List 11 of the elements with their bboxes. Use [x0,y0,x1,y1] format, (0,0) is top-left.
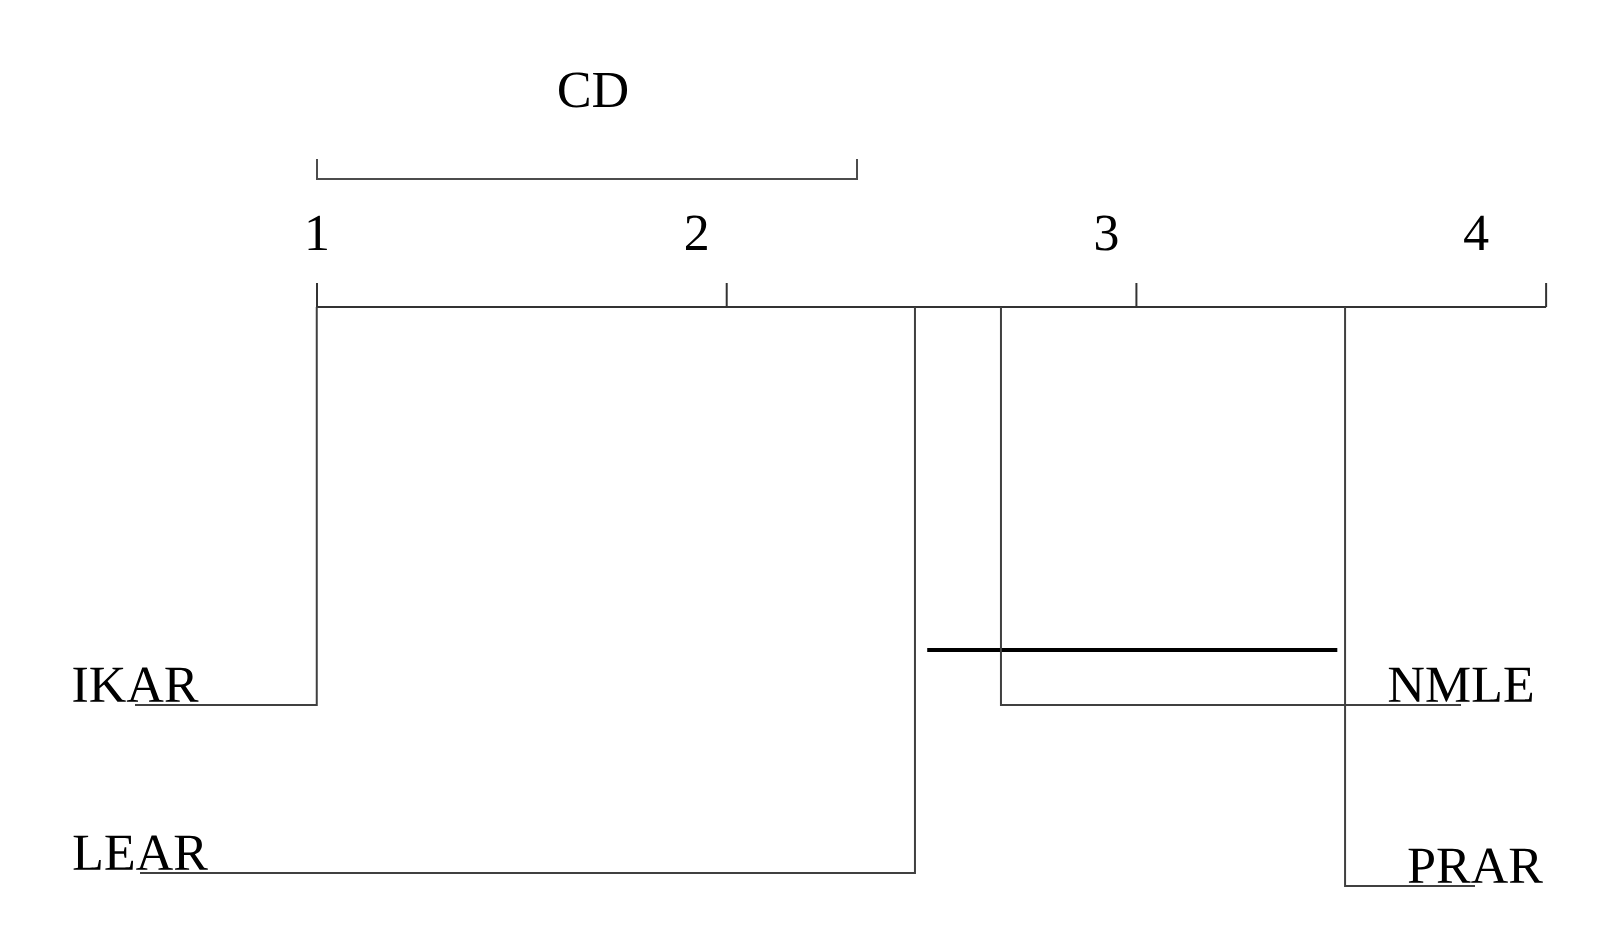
method-label: LEAR [73,835,208,870]
tick-label: 1 [308,215,327,250]
leader-line [1344,306,1476,887]
rank-axis [316,282,1548,308]
method-label: NMLE [1388,667,1533,702]
method-label: PRAR [1408,848,1543,883]
leader-line [999,306,1462,706]
scale-label: CD [559,72,628,108]
leader-line [139,306,916,874]
leader-line [134,306,318,706]
method-label: IKAR [73,667,199,702]
